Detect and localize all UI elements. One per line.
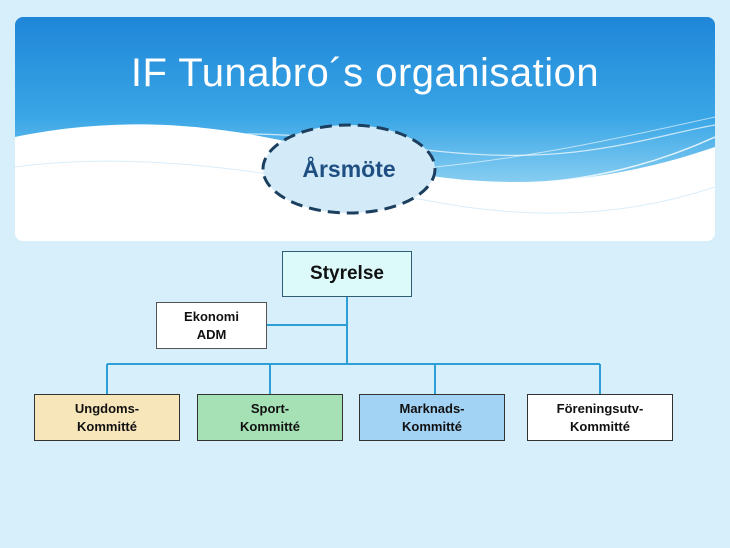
finance-admin-node: Ekonomi ADM [156, 302, 267, 349]
committee-label-line1: Föreningsutv- [556, 400, 644, 416]
committee-label-line2: Kommitté [240, 418, 300, 434]
annual-meeting-label: Årsmöte [302, 155, 396, 182]
committee-club-development: Föreningsutv- Kommitté [527, 394, 673, 441]
committee-sport: Sport- Kommitté [197, 394, 343, 441]
board-node: Styrelse [282, 251, 412, 297]
committee-label-line1: Sport- [250, 400, 290, 416]
page-title: IF Tunabro´s organisation [130, 51, 600, 95]
committee-label-line1: Ungdoms- [74, 400, 140, 416]
finance-label-line1: Ekonomi [184, 308, 239, 324]
finance-label-line2: ADM [196, 326, 227, 342]
committee-label-line2: Kommitté [570, 418, 630, 434]
annual-meeting-node: Årsmöte [261, 123, 437, 215]
committee-label-line1: Marknads- [399, 400, 465, 416]
dashed-ellipse [261, 123, 437, 215]
committee-label-line2: Kommitté [77, 418, 137, 434]
committee-marketing: Marknads- Kommitté [359, 394, 505, 441]
committee-label-line2: Kommitté [402, 418, 462, 434]
board-label: Styrelse [310, 263, 384, 284]
committee-youth: Ungdoms- Kommitté [34, 394, 180, 441]
